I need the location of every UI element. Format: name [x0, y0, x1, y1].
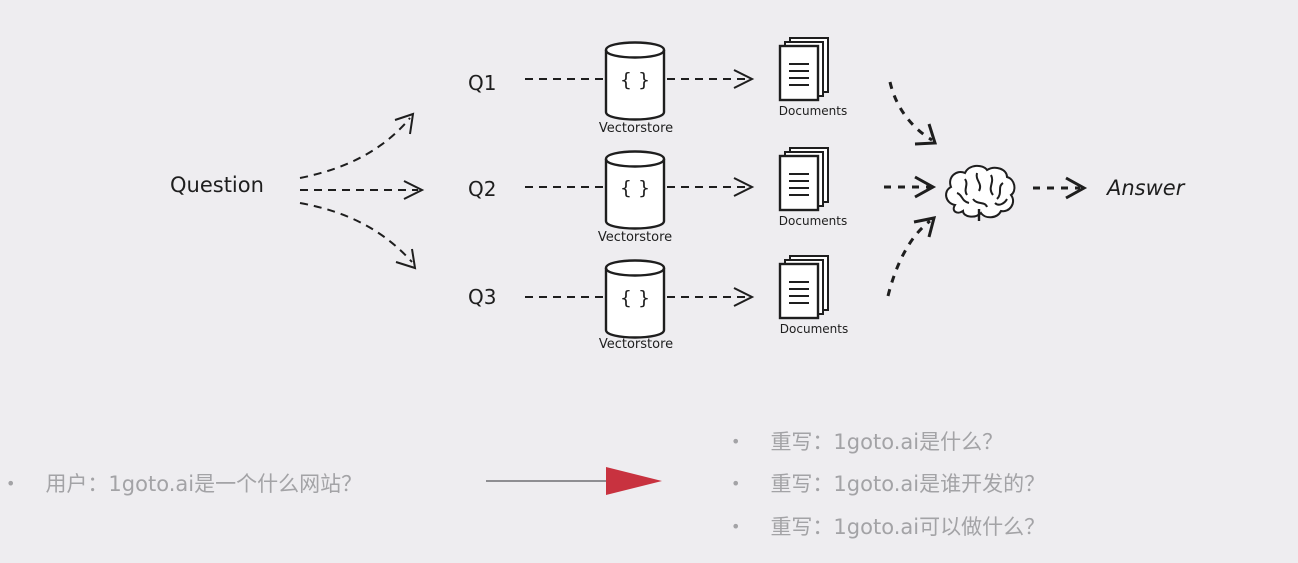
user-question-text: 用户：1goto.ai是一个什么网站？: [45, 472, 363, 496]
multi-query-diagram: Question Q1 { } Vectorstore Documents Q2…: [170, 36, 1186, 352]
documents-label: Documents: [779, 104, 847, 118]
documents-icon: [778, 146, 830, 212]
bullet-icon: •: [731, 516, 741, 536]
query-row-2: Q2 { } Vectorstore Documents: [468, 146, 847, 245]
documents-icon: [778, 36, 830, 102]
vectorstore-glyph: { }: [620, 69, 650, 91]
vectorstore-label: Vectorstore: [599, 121, 673, 136]
rewrite-text-1: 重写：1goto.ai是什么？: [770, 430, 1004, 454]
answer-label: Answer: [1105, 176, 1186, 200]
vectorstore-glyph: { }: [620, 177, 650, 199]
rewrite-item-2: • 重写：1goto.ai是谁开发的？: [731, 468, 1045, 498]
bullet-icon: •: [731, 473, 741, 493]
query-label-q3: Q3: [468, 285, 496, 309]
rewrite-item-1: • 重写：1goto.ai是什么？: [731, 426, 1003, 456]
vectorstore-label: Vectorstore: [599, 337, 673, 352]
query-row-1: Q1 { } Vectorstore Documents: [468, 36, 847, 136]
documents-label: Documents: [780, 322, 848, 336]
fan-out-arrowheads: [394, 112, 425, 270]
converge-arrows: [884, 81, 933, 297]
rewrite-item-3: • 重写：1goto.ai可以做什么？: [731, 511, 1045, 541]
user-question-item: • 用户：1goto.ai是一个什么网站？: [6, 468, 362, 498]
arrow-to-q3: [299, 202, 413, 263]
bullet-icon: •: [731, 431, 741, 451]
vectorstore-glyph: { }: [620, 287, 650, 309]
rewrite-text-2: 重写：1goto.ai是谁开发的？: [770, 472, 1046, 496]
query-label-q1: Q1: [468, 71, 496, 95]
brain-icon: [945, 164, 1016, 221]
fan-out-arrows: [299, 117, 418, 263]
rewrite-text-3: 重写：1goto.ai可以做什么？: [770, 515, 1046, 539]
query-label-q2: Q2: [468, 177, 496, 201]
query-row-3: Q3 { } Vectorstore Documents: [468, 254, 848, 352]
question-label: Question: [170, 173, 264, 197]
converge-arrowheads: [913, 123, 938, 238]
rewrite-arrow-icon: [486, 467, 662, 495]
bullet-icon: •: [6, 473, 16, 493]
arrow-to-q1: [299, 117, 411, 179]
vectorstore-label: Vectorstore: [598, 230, 672, 245]
documents-icon: [778, 254, 830, 320]
documents-label: Documents: [779, 214, 847, 228]
